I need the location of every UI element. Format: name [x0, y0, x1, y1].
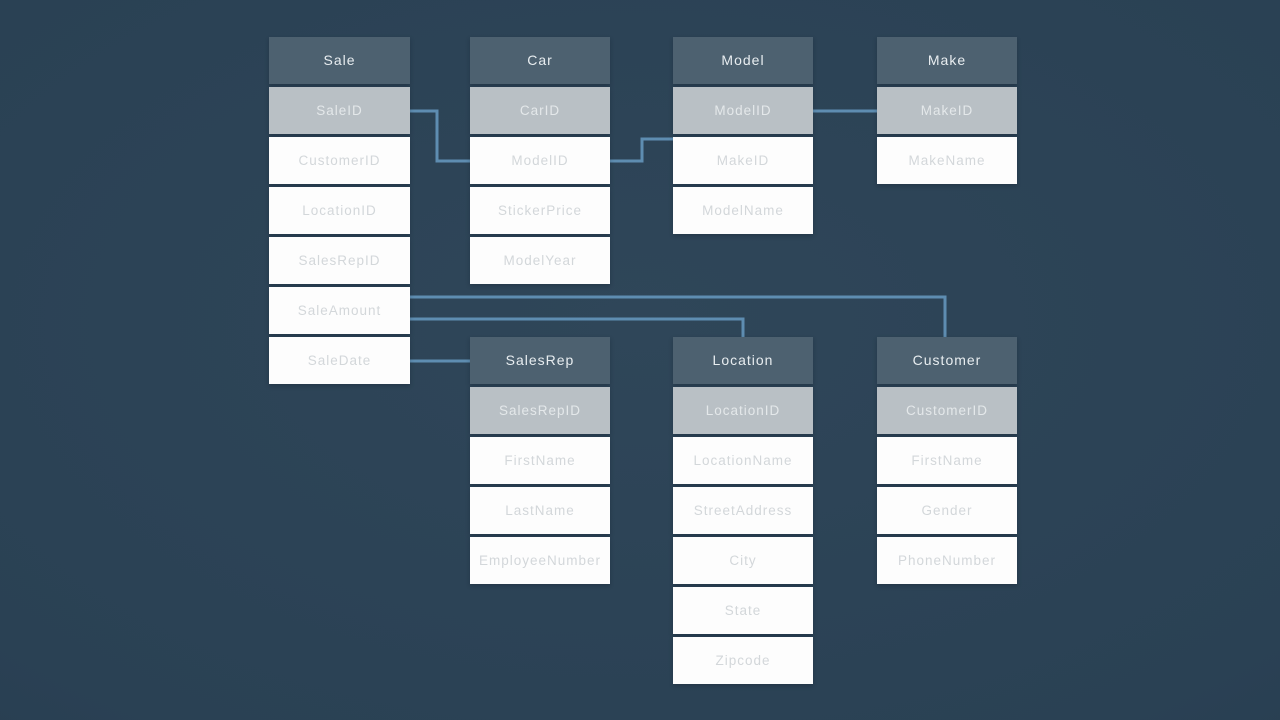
field-row-saleamount: SaleAmount: [269, 287, 410, 334]
field-row-locationid: LocationID: [269, 187, 410, 234]
field-row-streetaddress: StreetAddress: [673, 487, 813, 534]
field-row-zipcode: Zipcode: [673, 637, 813, 684]
field-row-lastname: LastName: [470, 487, 610, 534]
field-row-makeid: MakeID: [673, 137, 813, 184]
field-row-modelname: ModelName: [673, 187, 813, 234]
table-title: Sale: [269, 37, 410, 84]
primary-key-row-locationid: LocationID: [673, 387, 813, 434]
table-title: Customer: [877, 337, 1017, 384]
connector-car-to-model: [610, 137, 673, 163]
field-row-employeenumber: EmployeeNumber: [470, 537, 610, 584]
primary-key-row-carid: CarID: [470, 87, 610, 134]
field-row-firstname: FirstName: [470, 437, 610, 484]
field-row-modelyear: ModelYear: [470, 237, 610, 284]
connector-sale-to-customer: [410, 295, 947, 337]
field-row-locationname: LocationName: [673, 437, 813, 484]
field-row-gender: Gender: [877, 487, 1017, 534]
field-row-city: City: [673, 537, 813, 584]
connector-sale-to-location: [410, 317, 745, 337]
primary-key-row-modelid: ModelID: [673, 87, 813, 134]
table-title: Location: [673, 337, 813, 384]
field-row-phonenumber: PhoneNumber: [877, 537, 1017, 584]
field-row-salesrepid: SalesRepID: [269, 237, 410, 284]
field-row-firstname: FirstName: [877, 437, 1017, 484]
field-row-state: State: [673, 587, 813, 634]
table-title: SalesRep: [470, 337, 610, 384]
field-row-makename: MakeName: [877, 137, 1017, 184]
primary-key-row-saleid: SaleID: [269, 87, 410, 134]
primary-key-row-makeid: MakeID: [877, 87, 1017, 134]
field-row-modelid: ModelID: [470, 137, 610, 184]
primary-key-row-salesrepid: SalesRepID: [470, 387, 610, 434]
table-title: Model: [673, 37, 813, 84]
table-title: Make: [877, 37, 1017, 84]
field-row-stickerprice: StickerPrice: [470, 187, 610, 234]
field-row-customerid: CustomerID: [269, 137, 410, 184]
table-title: Car: [470, 37, 610, 84]
primary-key-row-customerid: CustomerID: [877, 387, 1017, 434]
connector-sale-to-car: [409, 109, 470, 163]
field-row-saledate: SaleDate: [269, 337, 410, 384]
